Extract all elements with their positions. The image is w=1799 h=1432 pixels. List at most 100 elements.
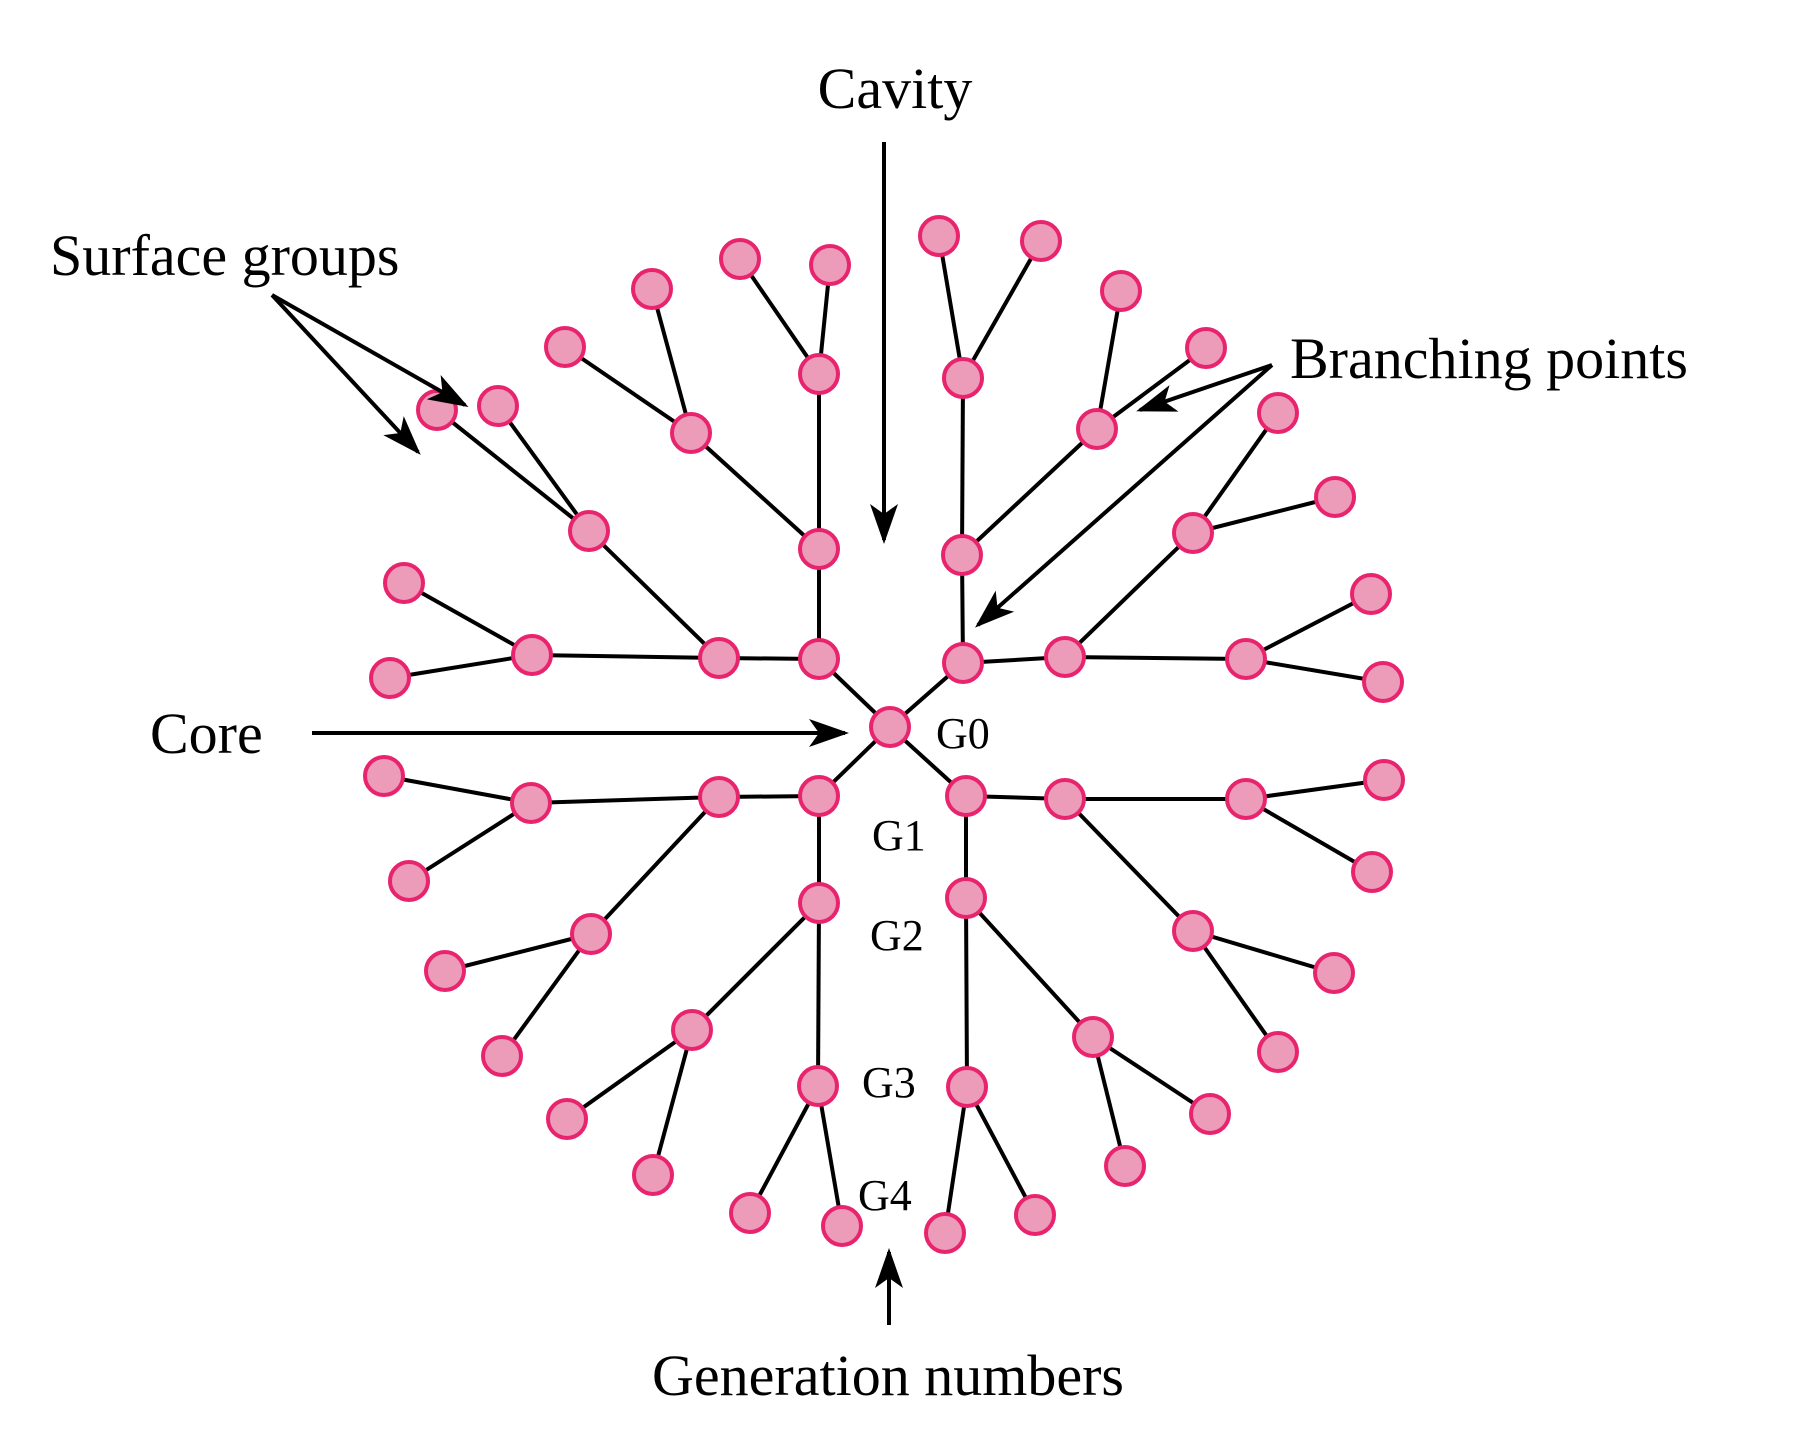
branch-node: [1225, 638, 1267, 680]
bond-line: [964, 896, 1095, 1039]
branch-node: [383, 562, 425, 604]
generation-label-g1: G1: [872, 811, 926, 860]
branch-node: [729, 1192, 771, 1234]
branch-node: [719, 238, 761, 280]
branch-node: [945, 877, 987, 919]
core-label: Core: [150, 701, 263, 766]
bond-line: [435, 408, 591, 533]
bond-line: [407, 801, 533, 883]
branch-node: [631, 268, 673, 310]
branch-node: [918, 215, 960, 257]
bond-line: [1063, 797, 1195, 933]
bond-line: [496, 404, 591, 533]
branch-node: [924, 1212, 966, 1254]
bond-line: [960, 377, 965, 556]
branch-node: [369, 657, 411, 699]
bond-line: [1245, 592, 1372, 661]
generation-label-g0: G0: [936, 709, 990, 758]
branching-points-label: Branching points: [1290, 326, 1688, 391]
branch-node: [1172, 512, 1214, 554]
bond-line: [943, 1086, 969, 1234]
branch-node: [809, 244, 851, 286]
branch-node: [942, 642, 984, 684]
node-layer: [363, 215, 1405, 1254]
bond-line: [565, 1028, 694, 1121]
branching-arrow-1: [1136, 363, 1273, 412]
bond-line: [563, 345, 693, 435]
generation-label-g3: G3: [862, 1058, 916, 1107]
branch-node: [1044, 636, 1086, 678]
branch-node: [1225, 778, 1267, 820]
bond-line: [1063, 531, 1195, 659]
bond-line: [1095, 290, 1123, 430]
branch-node: [1363, 759, 1405, 801]
branch-node: [477, 385, 519, 427]
generation-numbers-label: Generation numbers: [652, 1343, 1124, 1408]
bond-line: [1244, 797, 1374, 874]
surface-arrow-2: [270, 293, 421, 455]
branch-node: [821, 1205, 863, 1247]
branch-node: [1350, 573, 1392, 615]
branch-node: [1257, 392, 1299, 434]
branch-node: [1172, 910, 1214, 952]
bond-line: [403, 581, 533, 657]
branch-node: [1313, 952, 1355, 994]
branch-node: [1351, 851, 1393, 893]
branch-node: [797, 1065, 839, 1107]
generation-label-g2: G2: [870, 911, 924, 960]
branch-node: [570, 913, 612, 955]
surface-arrow-1: [271, 293, 469, 407]
generation-label-g4: G4: [858, 1171, 912, 1220]
bond-line: [444, 932, 592, 973]
branch-node: [424, 950, 466, 992]
bond-line: [964, 897, 969, 1088]
branch-node: [481, 1035, 523, 1077]
branch-node: [1257, 1031, 1299, 1073]
branch-node: [1362, 661, 1404, 703]
bond-line: [690, 901, 821, 1032]
bond-line: [587, 529, 721, 660]
branch-node: [363, 755, 405, 797]
branch-node: [671, 1009, 713, 1051]
branch-node: [511, 634, 553, 676]
bond-line: [383, 774, 532, 805]
branch-node: [1076, 408, 1118, 450]
branch-node: [1044, 778, 1086, 820]
bond-line: [1191, 411, 1280, 535]
branch-node: [632, 1154, 674, 1196]
branching-arrow-2: [975, 363, 1274, 628]
bond-line: [1091, 1036, 1127, 1167]
branch-node: [546, 1098, 588, 1140]
bond-line: [816, 902, 821, 1087]
bond-line: [589, 795, 721, 936]
branch-node: [1072, 1016, 1114, 1058]
surface-groups-label: Surface groups: [50, 223, 400, 288]
cavity-label: Cavity: [818, 56, 973, 121]
branch-node: [568, 510, 610, 552]
branch-node: [798, 528, 840, 570]
bond-line: [651, 1029, 694, 1176]
branch-node: [798, 882, 840, 924]
branch-node: [1100, 270, 1142, 312]
bond-line: [389, 653, 533, 680]
bond-line: [531, 653, 720, 660]
bond-line: [748, 1085, 820, 1214]
bond-line: [816, 1085, 844, 1227]
branch-node: [670, 412, 712, 454]
branch-node: [698, 637, 740, 679]
branch-node: [798, 353, 840, 395]
bond-line: [530, 795, 720, 805]
branch-node: [698, 776, 740, 818]
bond-line: [1091, 1035, 1212, 1116]
bond-line: [960, 427, 1099, 557]
core-node: [869, 706, 911, 748]
bond-line: [1192, 929, 1335, 975]
branch-node: [1104, 1145, 1146, 1187]
branch-node: [388, 860, 430, 902]
bond-line: [1192, 495, 1336, 535]
branch-node: [1185, 327, 1227, 369]
bond-line: [738, 257, 821, 376]
bond-line: [1245, 778, 1385, 801]
bond-line: [937, 235, 965, 379]
